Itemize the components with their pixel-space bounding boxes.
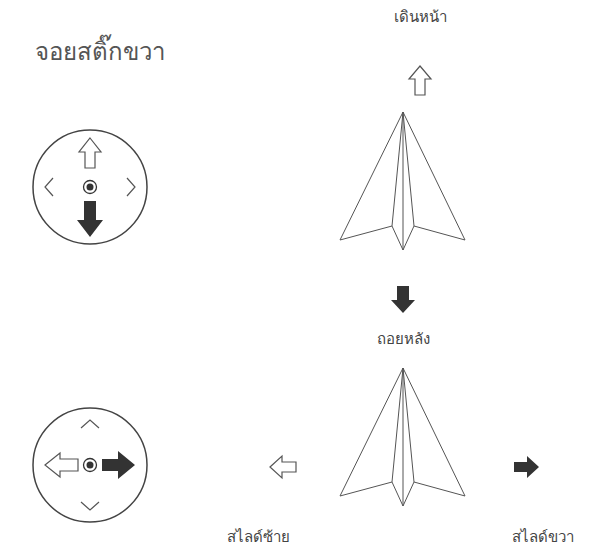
direction-label: เดินหน้า xyxy=(394,8,447,26)
outline-arrow xyxy=(270,456,296,478)
direction-label: สไลด์ขวา xyxy=(512,528,574,546)
chevron xyxy=(81,420,99,428)
center-ring xyxy=(84,181,97,194)
outline-arrow xyxy=(45,453,78,477)
plane-outline xyxy=(340,368,465,506)
center-dot xyxy=(87,184,94,191)
center-ring xyxy=(84,459,97,472)
plane-fold xyxy=(403,112,414,226)
paper-plane xyxy=(340,368,465,506)
joystick-slide xyxy=(33,408,147,522)
filled-arrow xyxy=(514,456,539,478)
center-dot xyxy=(87,462,94,469)
outline-arrow xyxy=(409,66,431,95)
chevron xyxy=(45,178,53,196)
filled-arrow xyxy=(102,451,135,479)
outline-arrow xyxy=(79,138,101,168)
plane-fold xyxy=(392,368,403,482)
direction-label: ถอยหลัง xyxy=(377,330,430,348)
direction-label: สไลด์ซ้าย xyxy=(227,528,290,546)
plane-fold xyxy=(403,368,414,482)
plane-outline xyxy=(340,112,465,250)
chevron xyxy=(81,502,99,510)
chevron xyxy=(127,178,135,196)
joystick-forward-back xyxy=(33,130,147,244)
filled-arrow xyxy=(77,201,103,237)
paper-plane xyxy=(340,112,465,250)
title: จอยสติ๊กขวา xyxy=(35,38,165,67)
joystick-circle xyxy=(33,130,147,244)
plane-fold xyxy=(403,368,404,506)
plane-fold xyxy=(392,112,403,226)
plane-fold xyxy=(403,112,404,250)
filled-arrow xyxy=(391,286,415,313)
joystick-circle xyxy=(33,408,147,522)
